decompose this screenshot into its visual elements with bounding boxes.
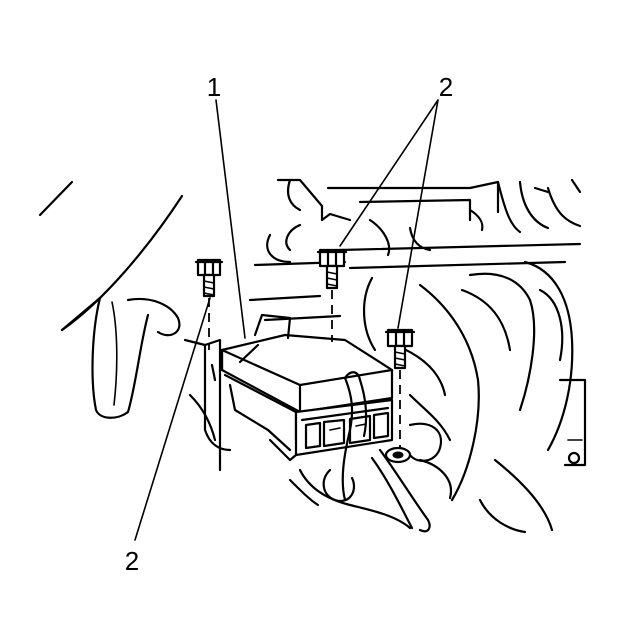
callout-1: 1 — [207, 72, 221, 102]
callout-2-bottom: 2 — [125, 546, 139, 576]
module-mounting-bracket — [183, 338, 232, 472]
wiring-harness — [288, 371, 453, 533]
control-module — [220, 313, 394, 462]
bolt-left[interactable] — [194, 258, 224, 298]
installation-guides — [208, 290, 401, 448]
engine-mount-bracket — [362, 260, 587, 534]
fender-arch — [38, 180, 184, 419]
bolt-center[interactable] — [316, 248, 348, 290]
leader-lines — [134, 99, 439, 541]
callout-2-top: 2 — [439, 72, 453, 102]
bolt-right[interactable] — [384, 328, 416, 464]
